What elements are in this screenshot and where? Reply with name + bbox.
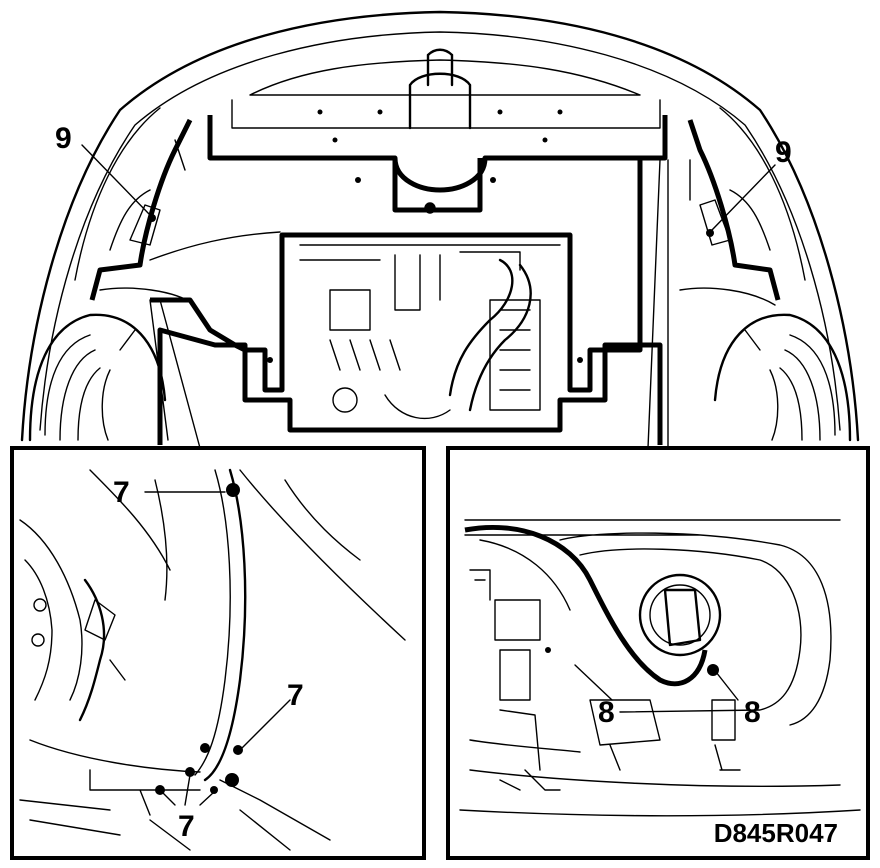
callout-7-right: 7 — [287, 679, 304, 712]
drawing-code: D845R047 — [714, 818, 838, 848]
engine-undertray — [150, 115, 668, 393]
right-detail-panel — [446, 446, 870, 860]
callout-8-left: 8 — [598, 696, 615, 729]
callout-7-top: 7 — [113, 476, 130, 509]
projection-lines-left — [149, 299, 201, 449]
right-detail-frame — [446, 446, 870, 860]
leader-9-right — [711, 164, 776, 231]
tray-bolts — [267, 109, 583, 363]
left-detail-panel — [10, 446, 426, 860]
bumper-outline — [20, 10, 860, 442]
left-detail-frame — [10, 446, 426, 860]
front-cross-member — [231, 59, 661, 129]
undertray-bottom — [157, 327, 663, 445]
callout-9-right: 9 — [775, 136, 792, 169]
right-front-wheel — [713, 313, 852, 442]
leader-9-left — [81, 144, 151, 216]
left-liner-detail — [99, 139, 281, 306]
right-wheel-arch-liner — [687, 119, 781, 301]
engine-bay-detail — [299, 244, 561, 420]
callout-8-right: 8 — [744, 696, 761, 729]
bumper-inner-line — [39, 31, 841, 431]
left-front-wheel — [28, 313, 167, 442]
callout-9-left: 9 — [55, 122, 72, 155]
left-wheel-arch-liner — [89, 118, 193, 301]
projection-lines-right — [647, 159, 669, 449]
callout-7-bottom: 7 — [178, 810, 195, 843]
tow-eye-bracket — [408, 48, 472, 130]
main-view — [20, 10, 860, 449]
bumper-inner-line-2 — [74, 107, 806, 281]
right-liner-detail — [679, 159, 776, 306]
